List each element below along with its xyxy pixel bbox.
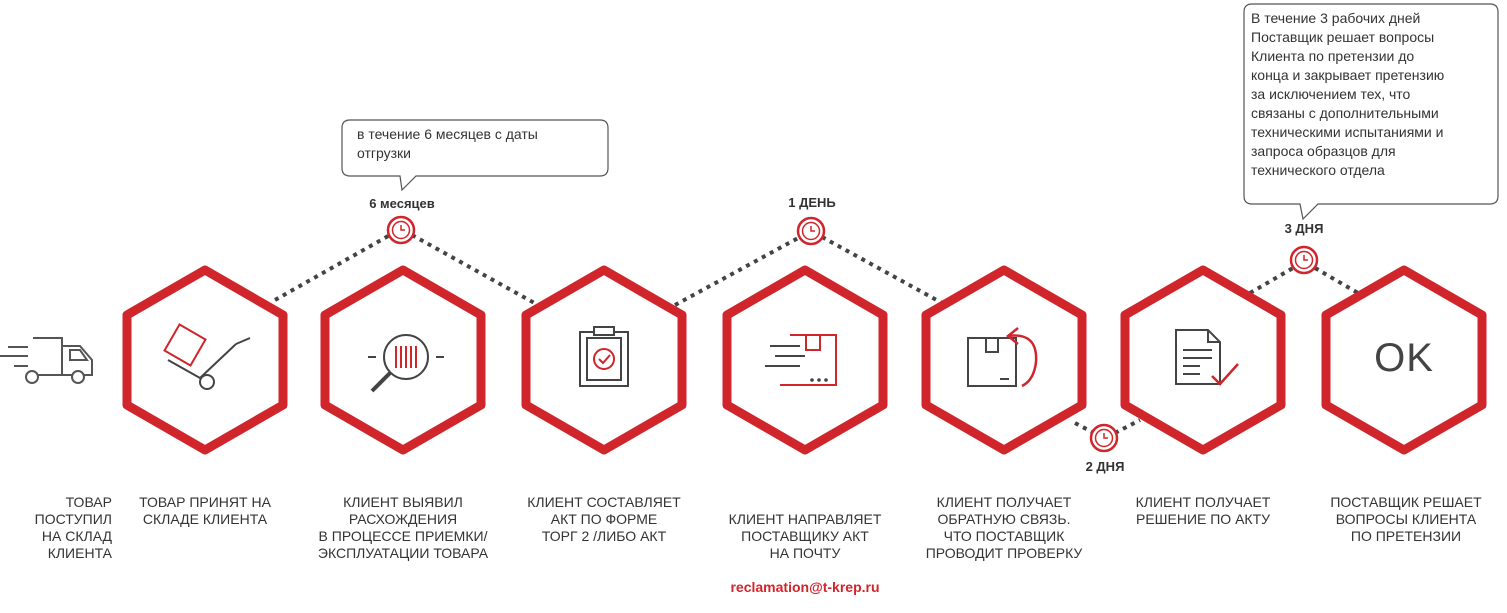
clock-icon <box>1089 423 1119 453</box>
document-check-icon <box>1175 329 1239 386</box>
duration-label-3-days: 3 ДНЯ <box>1284 221 1324 236</box>
ok-text: OK <box>1374 336 1434 380</box>
step-label-4: КЛИЕНТ СОСТАВЛЯЕТ АКТ ПО ФОРМЕ ТОРГ 2 /Л… <box>527 494 681 544</box>
step-label-2: ТОВАР ПРИНЯТ НА СКЛАДЕ КЛИЕНТА <box>139 494 271 527</box>
hexagon-step-8 <box>1321 265 1487 455</box>
hexagon-step-6 <box>921 265 1087 455</box>
clipboard-check-icon <box>579 326 629 387</box>
step-label-5: КЛИЕНТ НАПРАВЛЯЕТ ПОСТАВЩИКУ АКТ НА ПОЧТ… <box>728 511 882 561</box>
clock-icons <box>386 215 1319 453</box>
connectors <box>274 233 1360 435</box>
barcode-magnifier-icon <box>368 334 444 393</box>
step-label-7: КЛИЕНТ ПОЛУЧАЕТ РЕШЕНИЕ ПО АКТУ <box>1135 494 1271 527</box>
sending-box-icon <box>765 334 837 386</box>
process-diagram <box>0 3 1499 455</box>
hexagons <box>122 265 1487 455</box>
hexagon-step-4 <box>521 265 687 455</box>
callout-text-6-months: в течение 6 месяцев с даты отгрузки <box>357 126 538 161</box>
clock-icon <box>796 216 826 246</box>
truck-icon <box>0 337 93 384</box>
hexagon-step-5 <box>722 265 888 455</box>
clock-icon <box>386 215 416 245</box>
step-label-5-container: КЛИЕНТ НАПРАВЛЯЕТ ПОСТАВЩИКУ АКТ НА ПОЧТ… <box>710 494 900 613</box>
callout-bubbles <box>341 3 1499 221</box>
hand-truck-icon <box>163 323 251 390</box>
duration-label-1-day: 1 ДЕНЬ <box>788 195 836 210</box>
hexagon-step-2 <box>122 265 288 455</box>
email-link[interactable]: reclamation@t-krep.ru <box>730 579 880 595</box>
callout-bubble-6-months <box>341 119 609 192</box>
callout-text-3-days: В течение 3 рабочих дней Поставщик решае… <box>1251 10 1445 178</box>
duration-label-6-months: 6 месяцев <box>369 196 435 211</box>
step-label-8: ПОСТАВЩИК РЕШАЕТ ВОПРОСЫ КЛИЕНТА ПО ПРЕТ… <box>1330 494 1482 544</box>
hexagon-step-7 <box>1120 265 1286 455</box>
clock-icon <box>1289 245 1319 275</box>
hexagon-step-3 <box>320 265 486 455</box>
step-label-1: ТОВАР ПОСТУПИЛ НА СКЛАД КЛИЕНТА <box>34 494 112 561</box>
step-label-6: КЛИЕНТ ПОЛУЧАЕТ ОБРАТНУЮ СВЯЗЬ. ЧТО ПОСТ… <box>925 494 1083 561</box>
duration-label-2-days: 2 ДНЯ <box>1085 459 1125 474</box>
callout-bubble-3-days <box>1243 3 1499 221</box>
box-return-icon <box>967 327 1038 388</box>
step-label-3: КЛИЕНТ ВЫЯВИЛ РАСХОЖДЕНИЯ В ПРОЦЕССЕ ПРИ… <box>317 494 489 561</box>
